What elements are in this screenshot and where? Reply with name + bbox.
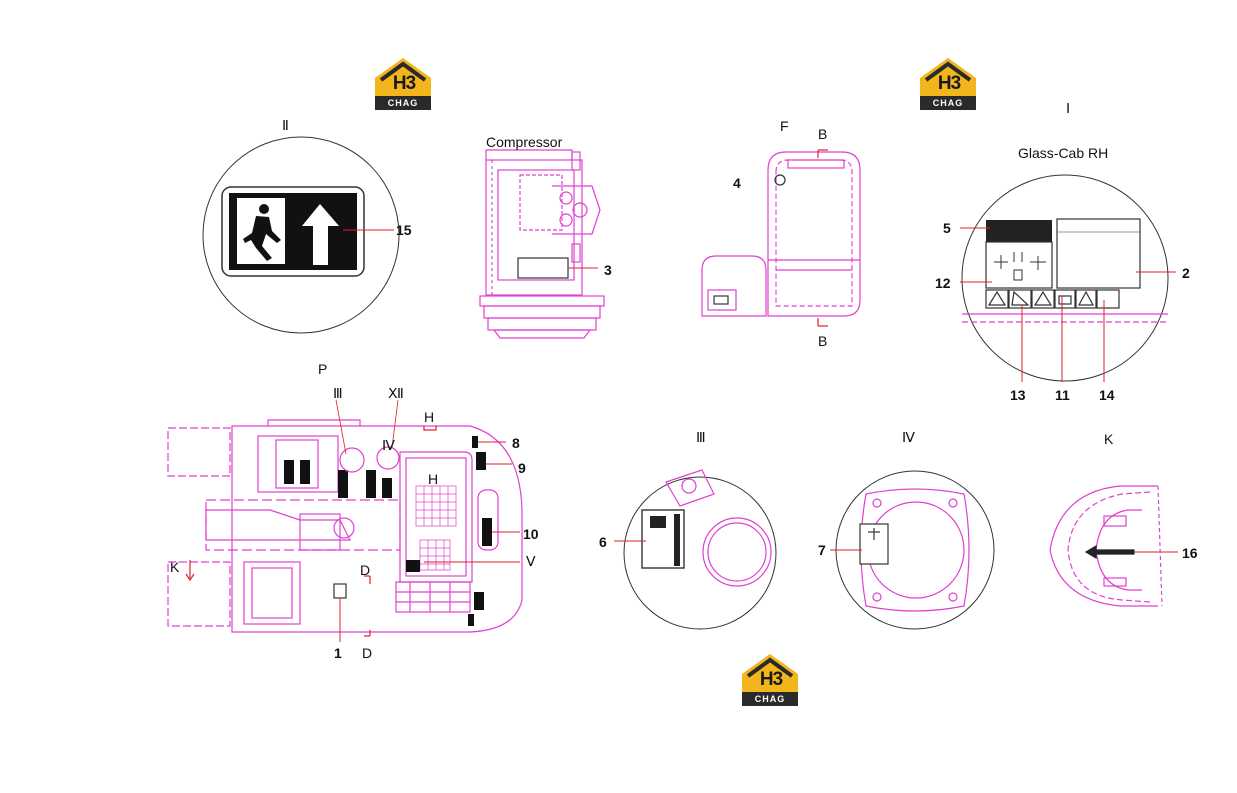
section-label-B-top: B bbox=[818, 126, 828, 142]
logo-house-icon bbox=[375, 58, 431, 110]
view-label-glass-cab: Glass-Cab RH bbox=[1018, 145, 1109, 161]
section-label-D-bottom: D bbox=[362, 645, 373, 661]
callout-6: 6 bbox=[599, 534, 607, 550]
view-K-drawing bbox=[1049, 485, 1178, 607]
grid-pattern-bottom bbox=[419, 539, 451, 571]
detail-label-XII: Ⅻ bbox=[388, 387, 404, 402]
callout-11: 11 bbox=[1055, 387, 1070, 403]
callout-1: 1 bbox=[334, 645, 342, 661]
callout-2: 2 bbox=[1182, 265, 1190, 281]
detail-label-V: Ⅴ bbox=[526, 555, 536, 570]
view-label-II: Ⅱ bbox=[282, 119, 289, 134]
view-label-P: P bbox=[318, 361, 328, 377]
view-label-F: F bbox=[780, 118, 789, 134]
view-II-circle bbox=[202, 136, 400, 334]
section-label-D-top: D bbox=[360, 562, 371, 578]
callout-14: 14 bbox=[1099, 387, 1115, 403]
callout-12: 12 bbox=[935, 275, 951, 291]
view-label-I: Ⅰ bbox=[1066, 102, 1071, 117]
callout-9: 9 bbox=[518, 460, 526, 476]
logo-top-text: H3 bbox=[937, 73, 961, 94]
callout-16: 16 bbox=[1182, 545, 1198, 561]
detail-label-IV: Ⅳ bbox=[382, 439, 395, 454]
view-label-K-arrow: K bbox=[170, 559, 180, 575]
brand-logo: H3 CHAG bbox=[740, 652, 800, 708]
callout-5: 5 bbox=[943, 220, 951, 236]
view-label-IV: Ⅳ bbox=[902, 431, 915, 446]
logo-bottom-text: CHAG bbox=[387, 98, 419, 108]
compressor-drawing bbox=[479, 149, 605, 339]
view-F-drawing bbox=[701, 149, 861, 327]
callout-7: 7 bbox=[818, 542, 826, 558]
logo-house-icon bbox=[920, 58, 976, 110]
logo-bottom-text: CHAG bbox=[932, 98, 964, 108]
view-label-H-top: H bbox=[424, 409, 435, 425]
callout-3: 3 bbox=[604, 262, 612, 278]
logo-top-text: H3 bbox=[392, 73, 416, 94]
brand-logo: H3 CHAG bbox=[918, 56, 978, 112]
pictogram-panel bbox=[994, 252, 1046, 281]
section-label-B-bottom: B bbox=[818, 333, 828, 349]
view-label-K: K bbox=[1104, 431, 1114, 447]
view-label-compressor: Compressor bbox=[486, 134, 563, 150]
detail-label-III: Ⅲ bbox=[333, 387, 343, 402]
arrow-up-icon bbox=[302, 204, 339, 265]
brand-logo: H3 CHAG bbox=[373, 56, 433, 112]
plan-view-drawing bbox=[167, 399, 523, 642]
callout-8: 8 bbox=[512, 435, 520, 451]
view-label-H-inner: H bbox=[428, 471, 439, 487]
view-III-circle bbox=[614, 469, 777, 630]
callout-10: 10 bbox=[523, 526, 539, 542]
view-IV-circle bbox=[830, 470, 995, 630]
logo-bottom-text: CHAG bbox=[754, 694, 786, 704]
logo-top-text: H3 bbox=[759, 669, 783, 690]
callout-13: 13 bbox=[1010, 387, 1026, 403]
running-man-icon bbox=[243, 204, 281, 261]
view-I-circle bbox=[960, 174, 1176, 382]
warning-icons-row bbox=[985, 289, 1120, 309]
callout-15: 15 bbox=[396, 222, 412, 238]
grid-pattern-top bbox=[415, 485, 457, 527]
logo-house-icon bbox=[742, 654, 798, 706]
view-label-III: Ⅲ bbox=[696, 431, 706, 446]
callout-4: 4 bbox=[733, 175, 741, 191]
